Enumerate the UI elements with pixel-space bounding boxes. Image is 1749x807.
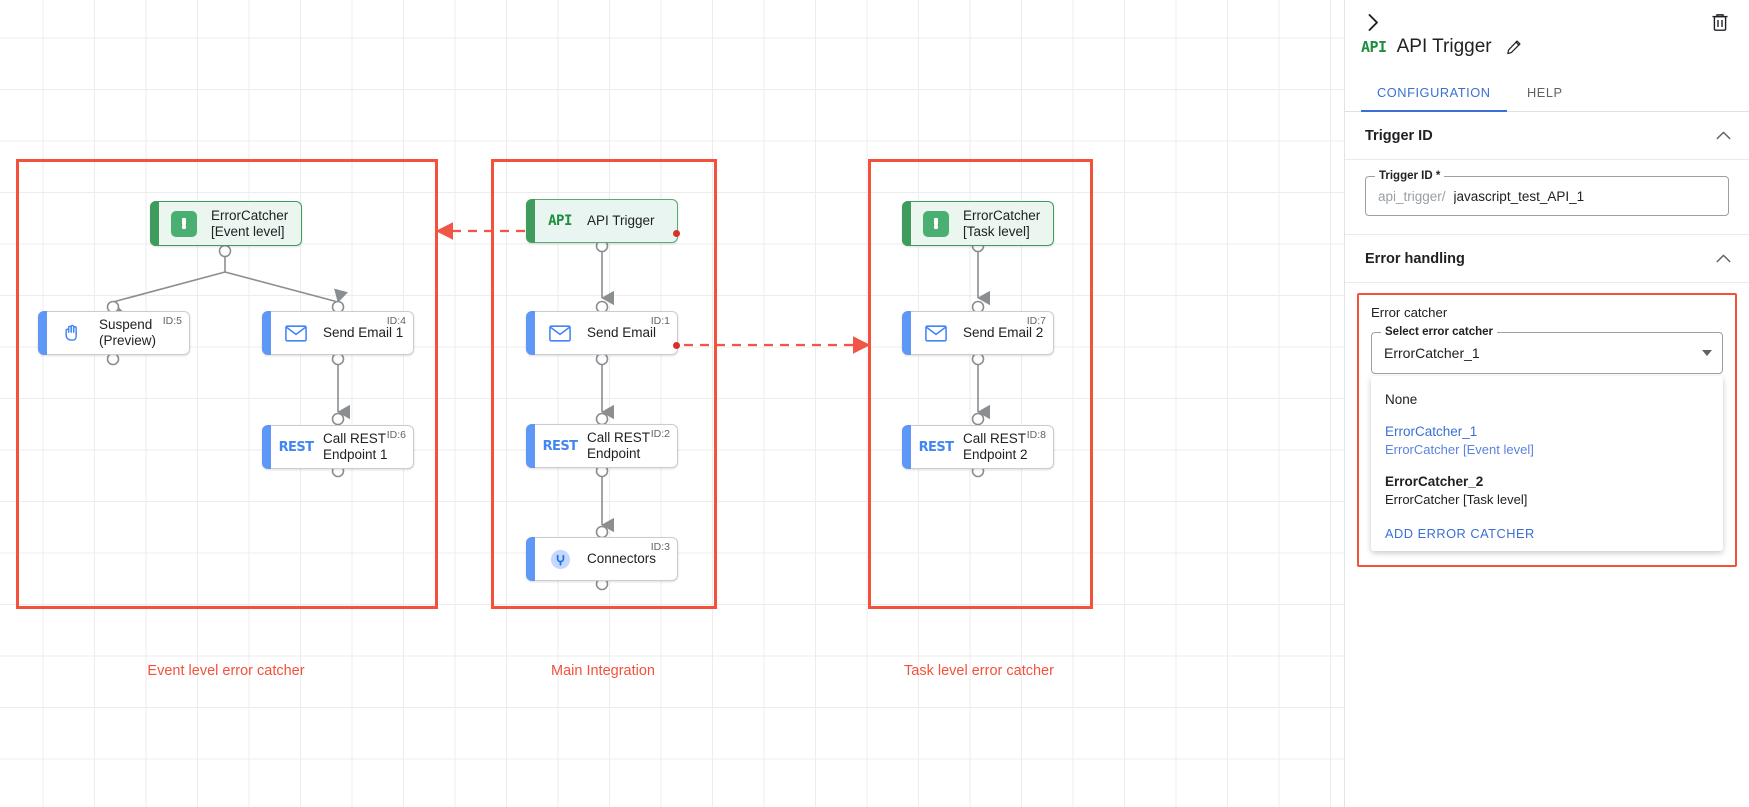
- section-header-trigger-id[interactable]: Trigger ID: [1345, 112, 1749, 160]
- chevron-down-icon[interactable]: [1702, 350, 1712, 356]
- dropdown-option-none[interactable]: None: [1371, 384, 1723, 416]
- node-label: Call REST Endpoint 1: [323, 431, 388, 462]
- group-frame-event-level: [16, 159, 438, 609]
- node-accent-bar: [150, 201, 159, 246]
- error-catcher-dropdown: None ErrorCatcher_1 ErrorCatcher [Event …: [1371, 376, 1723, 551]
- option-sublabel: ErrorCatcher [Task level]: [1385, 492, 1528, 508]
- connectors-icon: [545, 544, 575, 574]
- option-label: ErrorCatcher_1: [1385, 424, 1478, 440]
- trash-icon[interactable]: [1707, 9, 1733, 35]
- node-accent-bar: [902, 201, 911, 246]
- node-accent-bar: [902, 311, 911, 355]
- node-accent-bar: [526, 424, 535, 468]
- node-accent-bar: [526, 537, 535, 581]
- option-sublabel: ErrorCatcher [Event level]: [1385, 442, 1534, 458]
- page-title: API Trigger: [1396, 36, 1492, 57]
- hand-icon: [57, 318, 87, 348]
- chevron-right-icon[interactable]: [1359, 8, 1387, 36]
- envelope-icon: [921, 318, 951, 348]
- add-error-catcher-button[interactable]: ADD ERROR CATCHER: [1385, 525, 1535, 541]
- panel-tabs: CONFIGURATION HELP: [1345, 78, 1749, 112]
- trigger-id-legend: Trigger ID *: [1375, 170, 1445, 182]
- group-frame-main-integration: [491, 159, 717, 609]
- select-error-catcher[interactable]: Select error catcher ErrorCatcher_1: [1371, 326, 1723, 374]
- node-label: ErrorCatcher [Event level]: [211, 207, 289, 239]
- node-id: ID:7: [1026, 315, 1046, 327]
- node-send-email-2[interactable]: Send Email 2 ID:7: [902, 311, 1054, 355]
- node-label: Connectors: [587, 551, 657, 567]
- rest-icon: REST: [542, 438, 578, 454]
- chevron-up-icon[interactable]: [1716, 127, 1731, 145]
- api-icon: API: [548, 213, 572, 229]
- node-errorcatcher-task-level[interactable]: ErrorCatcher [Task level]: [902, 201, 1054, 246]
- node-accent-bar: [902, 425, 911, 469]
- trigger-id-field[interactable]: Trigger ID * api_trigger/: [1365, 170, 1729, 216]
- trigger-id-prefix: api_trigger/: [1378, 188, 1446, 204]
- group-label-event-level: Event level error catcher: [147, 663, 305, 679]
- tab-help[interactable]: HELP: [1527, 85, 1563, 100]
- node-send-email-1[interactable]: Send Email 1 ID:4: [262, 311, 414, 355]
- error-indicator-dot: [673, 342, 680, 349]
- option-label: ErrorCatcher_2: [1385, 473, 1484, 489]
- trigger-id-field-wrap: Trigger ID * api_trigger/: [1345, 160, 1749, 235]
- properties-panel: API API Trigger CONFIGURATION HELP Trigg…: [1344, 0, 1749, 807]
- trigger-id-input[interactable]: [1451, 187, 1716, 205]
- node-accent-bar: [526, 199, 535, 243]
- node-call-rest-endpoint[interactable]: REST Call REST Endpoint ID:2: [526, 424, 678, 468]
- node-connectors[interactable]: Connectors ID:3: [526, 537, 678, 581]
- node-call-rest-endpoint-1[interactable]: REST Call REST Endpoint 1 ID:6: [262, 425, 414, 469]
- node-label: Suspend (Preview): [99, 317, 157, 348]
- pencil-icon[interactable]: [1504, 37, 1524, 57]
- error-indicator-dot: [673, 230, 680, 237]
- node-label: API Trigger: [587, 213, 655, 229]
- node-label: Send Email 1: [323, 325, 404, 341]
- tab-configuration[interactable]: CONFIGURATION: [1361, 78, 1507, 112]
- group-label-task-level: Task level error catcher: [904, 663, 1054, 679]
- node-id: ID:1: [650, 315, 670, 327]
- envelope-icon: [545, 318, 575, 348]
- node-id: ID:2: [650, 428, 670, 440]
- select-error-catcher-legend: Select error catcher: [1381, 326, 1498, 338]
- node-accent-bar: [262, 311, 271, 355]
- error-catcher-icon: [921, 209, 951, 239]
- node-id: ID:4: [386, 315, 406, 327]
- section-header-error-handling[interactable]: Error handling: [1345, 235, 1749, 283]
- rest-icon: REST: [918, 439, 954, 455]
- node-id: ID:8: [1026, 429, 1046, 441]
- node-label: Send Email 2: [963, 325, 1044, 341]
- dropdown-option-errorcatcher-2[interactable]: ErrorCatcher_2 ErrorCatcher [Task level]: [1371, 466, 1723, 516]
- node-label: Call REST Endpoint: [587, 430, 651, 461]
- section-title: Trigger ID: [1365, 127, 1433, 144]
- node-label: ErrorCatcher [Task level]: [963, 207, 1041, 239]
- error-catcher-icon: [169, 209, 199, 239]
- workflow-canvas[interactable]: Event level error catcher Main Integrati…: [0, 0, 1344, 807]
- error-catcher-box: Error catcher Select error catcher Error…: [1357, 293, 1737, 567]
- node-errorcatcher-event-level[interactable]: ErrorCatcher [Event level]: [150, 201, 302, 246]
- node-label: Call REST Endpoint 2: [963, 431, 1028, 462]
- node-suspend[interactable]: Suspend (Preview) ID:5: [38, 311, 190, 355]
- envelope-icon: [281, 318, 311, 348]
- node-accent-bar: [38, 311, 47, 355]
- node-call-rest-endpoint-2[interactable]: REST Call REST Endpoint 2 ID:8: [902, 425, 1054, 469]
- rest-icon: REST: [278, 439, 314, 455]
- select-error-catcher-value: ErrorCatcher_1: [1384, 345, 1480, 361]
- node-label: Send Email: [587, 325, 657, 341]
- api-icon: API: [1361, 38, 1387, 56]
- error-catcher-label: Error catcher: [1371, 305, 1448, 320]
- node-id: ID:6: [386, 429, 406, 441]
- section-title: Error handling: [1365, 250, 1465, 267]
- panel-title-row: API API Trigger: [1361, 36, 1524, 58]
- node-api-trigger[interactable]: API API Trigger: [526, 199, 680, 243]
- node-accent-bar: [526, 311, 535, 355]
- group-frame-task-level: [868, 159, 1093, 609]
- node-send-email[interactable]: Send Email ID:1: [526, 311, 680, 355]
- node-id: ID:5: [162, 315, 182, 327]
- group-label-main-integration: Main Integration: [551, 663, 655, 679]
- chevron-up-icon[interactable]: [1716, 250, 1731, 268]
- node-id: ID:3: [650, 541, 670, 553]
- node-accent-bar: [262, 425, 271, 469]
- panel-header: API API Trigger: [1345, 0, 1749, 78]
- dropdown-option-errorcatcher-1[interactable]: ErrorCatcher_1 ErrorCatcher [Event level…: [1371, 416, 1723, 466]
- option-label: None: [1385, 392, 1418, 407]
